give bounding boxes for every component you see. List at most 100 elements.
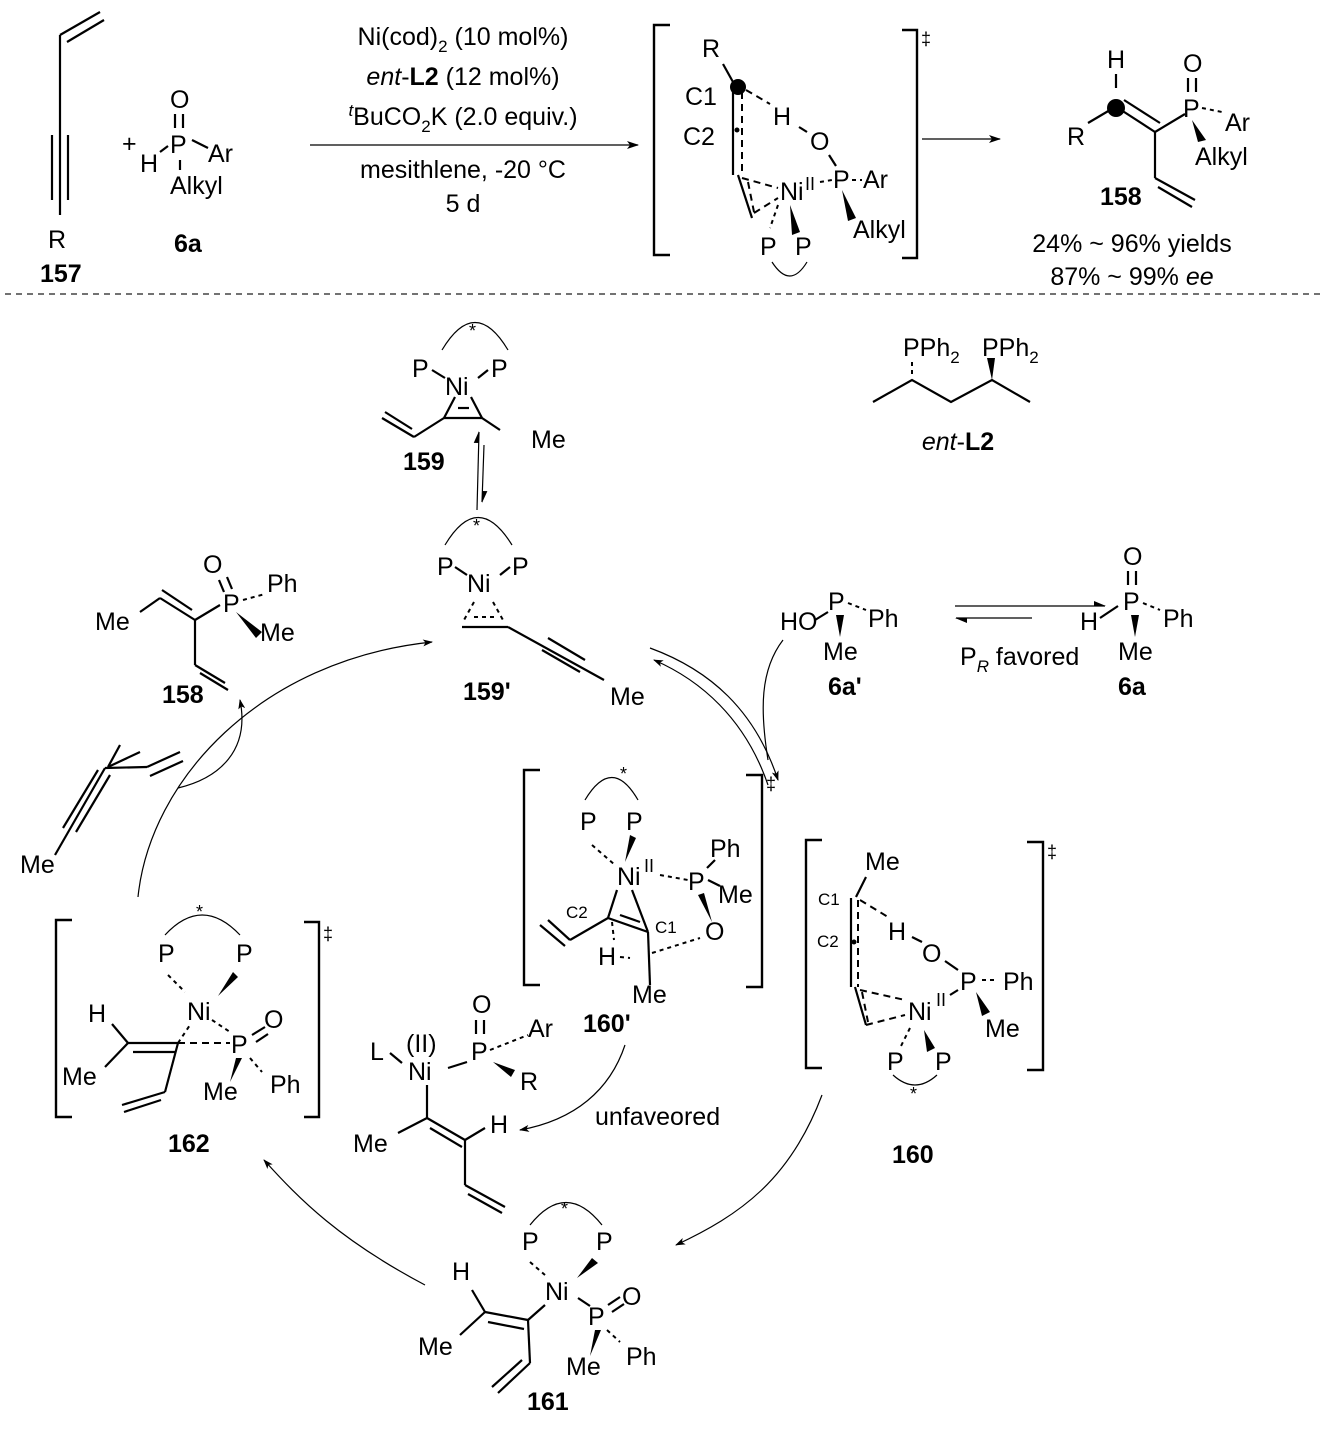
- atom-me: Me: [353, 1130, 388, 1158]
- atom-h: H: [88, 1000, 106, 1028]
- atom-me: Me: [985, 1015, 1020, 1043]
- atom-me: Me: [62, 1063, 97, 1091]
- atom-p: P: [833, 166, 850, 194]
- oxidation-state: II: [644, 856, 654, 876]
- pph2-group-1: PPh2: [903, 334, 960, 367]
- compound-label-6a-prime: 6a': [828, 673, 862, 701]
- atom-c1: C1: [685, 83, 717, 111]
- atom-p: P: [491, 355, 508, 383]
- atom-ar: Ar: [208, 140, 233, 168]
- atom-h: H: [1080, 608, 1098, 636]
- atom-ni: Ni: [780, 178, 804, 206]
- atom-p: P: [596, 1228, 613, 1256]
- atom-p: P: [522, 1228, 539, 1256]
- reaction-conditions: Ni(cod)2 (10 mol%) ent-L2 (12 mol%) tBuC…: [310, 23, 639, 218]
- arrow-159-prime-to-160: [649, 647, 779, 781]
- arrow-162-to-159-prime: [137, 639, 433, 898]
- atom-p: P: [170, 131, 187, 159]
- yield-range: 24% ~ 96% yields: [1032, 230, 1231, 258]
- unfavored-label: unfaveored: [595, 1103, 720, 1131]
- chiral-star: *: [620, 764, 627, 784]
- dagger-symbol: ‡: [1047, 842, 1057, 862]
- compound-159-prime: * P P Ni Me 159': [437, 516, 645, 711]
- pr-favored-label: PR favored: [960, 643, 1079, 676]
- atom-h: H: [598, 943, 616, 971]
- atom-p: P: [223, 590, 240, 618]
- atom-o: O: [810, 128, 829, 156]
- atom-alkyl: Alkyl: [1195, 143, 1248, 171]
- atom-r: R: [1067, 123, 1085, 151]
- atom-me: Me: [20, 851, 55, 879]
- condition-base: tBuCO2K (2.0 equiv.): [348, 101, 577, 136]
- atom-ph: Ph: [267, 570, 298, 598]
- atom-c2: C2: [566, 903, 588, 922]
- compound-label-161: 161: [527, 1388, 569, 1416]
- atom-me: Me: [260, 619, 295, 647]
- compound-label-160-prime: 160': [583, 1010, 631, 1038]
- equilibrium-arrow-up: [473, 431, 480, 511]
- chiral-star: *: [196, 902, 203, 922]
- compound-label-159: 159: [403, 448, 445, 476]
- compound-162: ‡ * P P Ni H Me P O Me Ph 162: [54, 902, 333, 1158]
- atom-ph: Ph: [868, 605, 899, 633]
- atom-p: P: [688, 868, 705, 896]
- atom-p: P: [580, 808, 597, 836]
- atom-l: L: [370, 1038, 384, 1066]
- compound-161: * P P Ni H Me P O Me Ph 161: [418, 1199, 657, 1416]
- ligand-ent-l2: PPh2 PPh2 ent-L2: [872, 334, 1039, 456]
- atom-alkyl: Alkyl: [853, 216, 906, 244]
- labeled-carbon-dot: [1107, 99, 1125, 117]
- atom-p: P: [828, 588, 845, 616]
- compound-6a-cycle: O P H Ph Me 6a: [1080, 543, 1194, 701]
- compound-158-cycle: O P Ph Me Me 158: [95, 551, 298, 709]
- compound-159: * P P Ni Me 159: [381, 321, 566, 476]
- atom-o: O: [1123, 543, 1142, 571]
- atom-ni: Ni: [545, 1278, 569, 1306]
- unfavored-intermediate: L (II) Ni O P Ar R Me H: [353, 991, 553, 1214]
- atom-o: O: [203, 551, 222, 579]
- catalytic-cycle-arrows: [137, 639, 823, 1286]
- atom-c1: C1: [655, 918, 677, 937]
- atom-h: H: [452, 1258, 470, 1286]
- compound-160-prime: ‡ * P P Ni II P Ph Me O C2 C1 H Me 160': [522, 764, 776, 1038]
- atom-o: O: [264, 1006, 283, 1034]
- substituent-r: R: [48, 226, 66, 254]
- atom-ni: Ni: [467, 570, 491, 598]
- chiral-star: *: [561, 1199, 568, 1219]
- atom-o: O: [705, 918, 724, 946]
- atom-ni: Ni: [187, 998, 211, 1026]
- compound-label-162: 162: [168, 1130, 210, 1158]
- chiral-star: *: [473, 516, 480, 536]
- atom-h: H: [490, 1111, 508, 1139]
- compound-6a-top: O P H Ar Alkyl 6a: [140, 86, 233, 258]
- atom-h: H: [1107, 46, 1125, 74]
- arrow-161-to-162: [263, 1159, 426, 1286]
- oxidation-state: II: [936, 990, 946, 1010]
- compound-label-6a-top: 6a: [174, 230, 203, 258]
- atom-o: O: [622, 1283, 641, 1311]
- atom-ni: Ni: [408, 1058, 432, 1086]
- oxidation-state: (II): [406, 1030, 437, 1058]
- atom-p: P: [412, 355, 429, 383]
- dagger-symbol: ‡: [323, 924, 333, 944]
- atom-ph: Ph: [710, 835, 741, 863]
- atom-p: P: [960, 968, 977, 996]
- dagger-symbol: ‡: [766, 774, 776, 794]
- atom-me: Me: [95, 608, 130, 636]
- atom-h: H: [773, 103, 791, 131]
- atom-me: Me: [718, 881, 753, 909]
- atom-ph: Ph: [270, 1071, 301, 1099]
- atom-p-ligand: P: [760, 233, 777, 261]
- atom-h: H: [888, 918, 906, 946]
- atom-ar: Ar: [528, 1015, 553, 1043]
- atom-ho: HO: [780, 608, 818, 636]
- compound-158-top: H R O P Ar Alkyl 158 24% ~ 96% yields 87…: [1032, 46, 1250, 291]
- arrow-enyne-to-158: [177, 699, 246, 789]
- compound-label-6a-cycle: 6a: [1118, 673, 1147, 701]
- atom-o: O: [472, 991, 491, 1019]
- atom-me: Me: [823, 638, 858, 666]
- atom-c1: C1: [818, 890, 840, 909]
- compound-label-157: 157: [40, 260, 82, 288]
- enyne-substrate: Me: [20, 744, 184, 879]
